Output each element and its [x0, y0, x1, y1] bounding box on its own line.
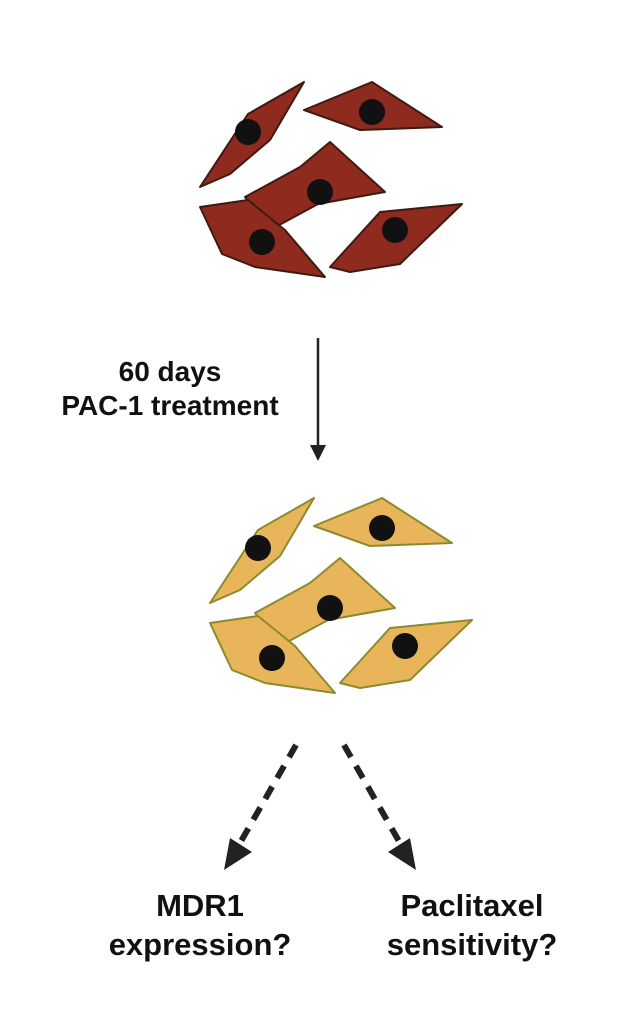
treated-cell-nucleus [392, 633, 418, 659]
untreated-cell-nucleus [382, 217, 408, 243]
untreated-cell [199, 199, 326, 278]
treated-cell-nucleus [369, 515, 395, 541]
treatment-arrow [310, 338, 326, 461]
treated-cell [254, 557, 396, 647]
untreated-cell-nucleus [249, 229, 275, 255]
outcome-arrowhead-left-icon [224, 838, 252, 870]
untreated-cell [329, 203, 463, 273]
outcome-paclitaxel-line1: Paclitaxel [400, 888, 544, 923]
untreated-cell [199, 81, 305, 188]
untreated-cell [303, 81, 443, 131]
outcome-arrowhead-right-icon [388, 838, 416, 870]
outcome-arrow-right [341, 743, 416, 870]
outcome-label-mdr1: MDR1 expression? [70, 887, 330, 965]
outcome-mdr1-line2: expression? [108, 926, 292, 962]
treatment-arrowhead-icon [310, 445, 326, 461]
outcome-arrow-left [224, 743, 299, 870]
treated-cell-nucleus [259, 645, 285, 671]
treated-cell [339, 619, 473, 689]
untreated-cell-nucleus [235, 119, 261, 145]
treatment-drug-text: PAC-1 treatment [61, 389, 279, 421]
outcome-label-paclitaxel: Paclitaxel sensitivity? [342, 887, 602, 965]
treated-cell-nucleus [317, 595, 343, 621]
treated-cell-nucleus [245, 535, 271, 561]
treated-cell-cluster [209, 497, 473, 694]
treated-cell [209, 497, 315, 604]
treatment-label: 60 days PAC-1 treatment [30, 355, 310, 422]
untreated-cell-nucleus [359, 99, 385, 125]
treated-cell [209, 615, 336, 694]
untreated-cell-cluster [199, 81, 463, 278]
outcome-paclitaxel-line2: sensitivity? [386, 926, 558, 962]
treated-cell [313, 497, 453, 547]
treatment-duration-text: 60 days [118, 356, 222, 387]
outcome-mdr1-line1: MDR1 [156, 888, 244, 923]
untreated-cell-nucleus [307, 179, 333, 205]
